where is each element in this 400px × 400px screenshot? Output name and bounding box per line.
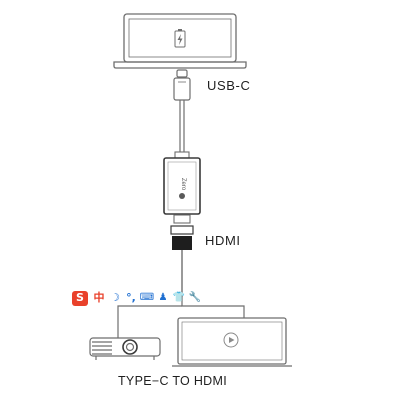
punctuation-icon[interactable]: °, [126, 291, 136, 304]
cable-boot [174, 151, 190, 159]
laptop-screen-inner [128, 18, 232, 58]
microphone-icon[interactable]: ♟ [158, 292, 168, 303]
play-icon [223, 332, 239, 348]
laptop-base [113, 61, 247, 69]
cable-upper [179, 100, 185, 152]
hdmi-connector [170, 214, 194, 250]
laptop-icon [113, 13, 247, 69]
hdmi-label: HDMI [205, 233, 241, 248]
usb-c-label: USB-C [207, 78, 251, 93]
adapter-body [163, 157, 201, 215]
wrench-tools-icon[interactable]: 🔧 [188, 292, 202, 303]
projector-icon [89, 337, 161, 360]
tshirt-skin-icon[interactable]: 👕 [172, 292, 186, 303]
ime-logo-icon[interactable]: S [72, 290, 88, 306]
adapter-brand-text: Zero [180, 178, 186, 191]
keyboard-icon[interactable]: ⌨ [139, 292, 155, 303]
usb-c-connector [173, 69, 191, 101]
battery-charging-icon [174, 29, 186, 48]
moon-icon[interactable]: ☽ [110, 291, 120, 304]
monitor-icon [172, 317, 292, 367]
caption-text: TYPE−C TO HDMI [118, 374, 227, 388]
split-lines [117, 297, 245, 338]
adapter-brand-logo: Zero [179, 178, 186, 199]
ime-language-toggle[interactable]: 中 [93, 291, 105, 304]
ime-toolbar: S 中 ☽ °, ⌨ ♟ 👕 🔧 [72, 290, 202, 306]
